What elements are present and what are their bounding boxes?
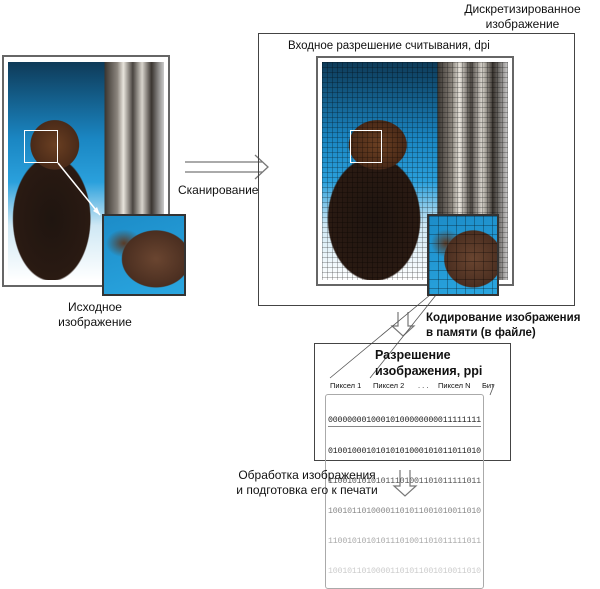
bit-row: 11001010101011101001101011111011 <box>328 537 481 546</box>
bit-row: 10010110100001101011001010011010 <box>328 567 481 576</box>
source-zoom-inset <box>102 214 186 296</box>
bit-row: 00000000100010100000000011111111 <box>328 416 481 427</box>
processing-label-1: Обработка изображения <box>238 468 376 482</box>
bit-row: 01001000101010101000101011011010 <box>328 447 481 456</box>
sampled-image-frame <box>258 33 575 306</box>
image-resolution-label-2: изображения, ppi <box>375 364 483 378</box>
source-selection-box <box>24 130 58 163</box>
encoding-label-2: в памяти (в файле) <box>426 327 536 339</box>
ellipsis: . . . <box>418 381 429 390</box>
pixel-2-label: Пиксел 2 <box>373 381 405 390</box>
sampled-zoom-inset <box>427 214 499 296</box>
input-resolution-label: Входное разрешение считывания, dpi <box>288 40 490 52</box>
source-label-2: изображение <box>58 315 132 329</box>
sampled-selection-box <box>350 130 382 163</box>
scanning-label: Сканирование <box>178 183 259 197</box>
encoding-box <box>314 343 511 461</box>
pixel-n-label: Пиксел N <box>438 381 471 390</box>
image-resolution-label-1: Разрешение <box>375 348 451 362</box>
processing-label-2: и подготовка его к печати <box>236 483 378 497</box>
bit-label: Бит <box>482 381 495 390</box>
pixel-1-label: Пиксел 1 <box>330 381 362 390</box>
source-label-1: Исходное <box>68 300 122 314</box>
inset-grid <box>429 216 497 294</box>
sampled-label-2: изображение <box>485 17 560 31</box>
encoding-label-1: Кодирование изображения <box>426 312 581 324</box>
bit-row: 10010110100001101011001010011010 <box>328 507 481 516</box>
sampled-label-1: Дискретизированное <box>464 2 581 16</box>
bit-row: 11001010101011101001101011111011 <box>328 477 481 486</box>
